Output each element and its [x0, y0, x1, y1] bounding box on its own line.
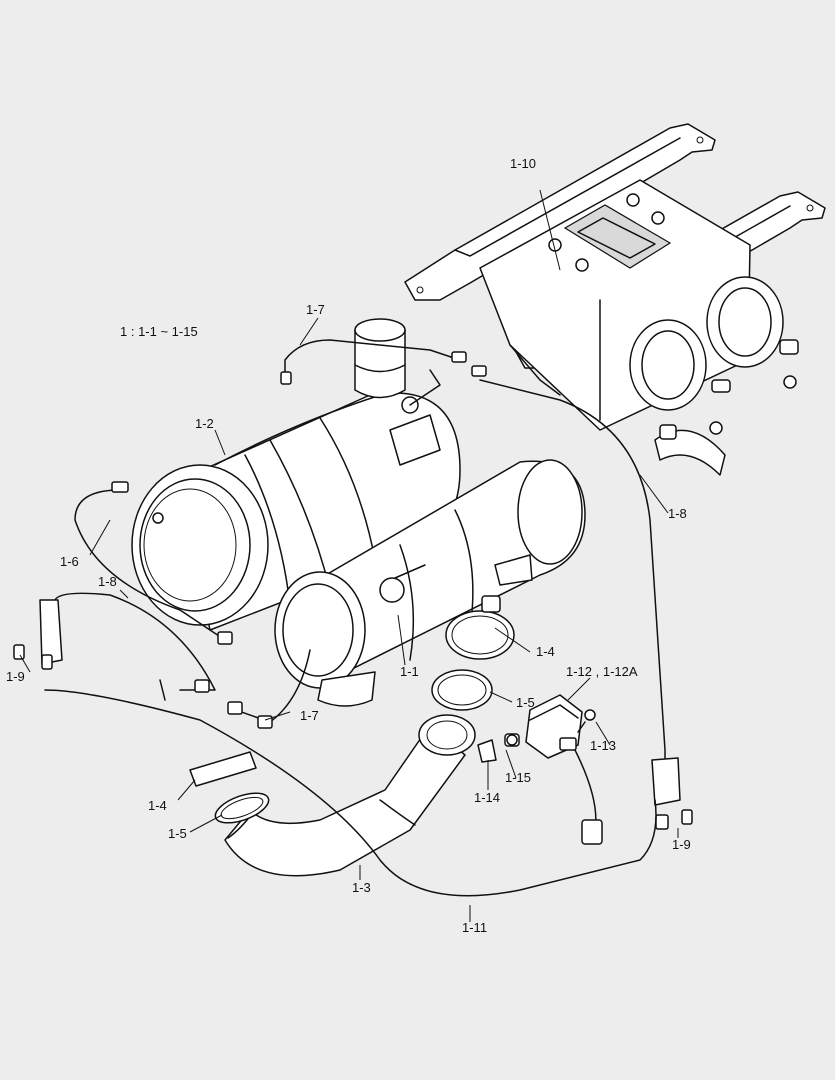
mounting-bracket [404, 123, 826, 476]
leader-lines [19, 189, 679, 922]
bracket-1-14 [477, 739, 497, 763]
clamp-ring-upper [445, 595, 515, 660]
callout-1-5-lower: 1-5 [168, 826, 187, 841]
callout-1-6: 1-6 [60, 554, 79, 569]
callout-1-7-upper: 1-7 [306, 302, 325, 317]
filter-canister-small [274, 459, 586, 707]
callout-1-8-left: 1-8 [98, 574, 117, 589]
clamp-bands [629, 276, 799, 476]
callout-1-15: 1-15 [505, 770, 531, 785]
callout-1-2: 1-2 [195, 416, 214, 431]
callout-1-5-upper: 1-5 [516, 695, 535, 710]
callout-1-7-lower: 1-7 [300, 708, 319, 723]
bolt-1-13 [577, 709, 596, 733]
callout-1-4-lower: 1-4 [148, 798, 167, 813]
callout-labels: 1 : 1-1 ~ 1-15 1-10 1-7 1-2 1-8 1-6 1-8 … [6, 156, 691, 935]
callout-1-12: 1-12 , 1-12A [566, 664, 638, 679]
sensor-harness [13, 339, 693, 897]
callout-1-8-right: 1-8 [668, 506, 687, 521]
pressure-sensor-module [504, 694, 583, 759]
callout-1-14: 1-14 [474, 790, 500, 805]
callout-1-9-left: 1-9 [6, 669, 25, 684]
callout-1-11: 1-11 [462, 920, 487, 935]
callout-1-4-upper: 1-4 [536, 644, 555, 659]
callout-1-9-right: 1-9 [672, 837, 691, 852]
callout-1-13: 1-13 [590, 738, 616, 753]
elbow-pipe [224, 714, 476, 877]
callout-1-3: 1-3 [352, 880, 371, 895]
clamp-ring-lower [189, 751, 257, 787]
callout-1-1: 1-1 [400, 664, 419, 679]
filter-canister-large [131, 318, 461, 631]
summary-label: 1 : 1-1 ~ 1-15 [120, 324, 198, 339]
callout-1-10: 1-10 [510, 156, 536, 171]
gasket-upper [431, 669, 493, 711]
